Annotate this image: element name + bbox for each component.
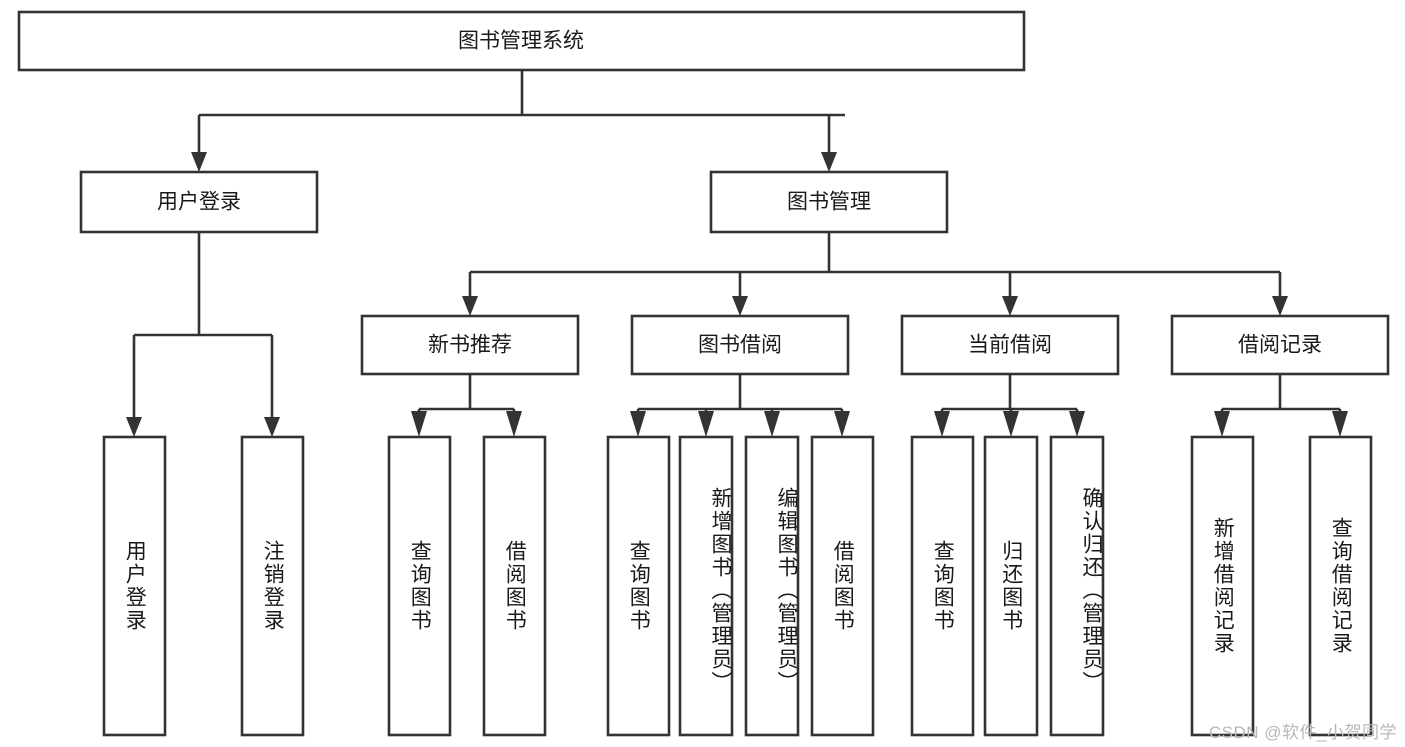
- arrow-head-icon: [1003, 411, 1019, 437]
- arrow-head-icon: [1069, 411, 1085, 437]
- node-label-borrow-record: 借阅记录: [1238, 334, 1322, 357]
- node-label-current-borrow: 当前借阅: [968, 334, 1052, 357]
- node-box-user-login[interactable]: [79, 170, 319, 234]
- arrow-head-icon: [698, 411, 714, 437]
- node-box-br-add-record[interactable]: [1190, 435, 1255, 737]
- node-box-current-borrow[interactable]: [900, 314, 1120, 376]
- node-box-bb-edit-book[interactable]: [744, 435, 800, 737]
- node-label-book-borrow: 图书借阅: [698, 334, 782, 357]
- node-box-nbr-search-book[interactable]: [387, 435, 452, 737]
- node-box-cb-confirm-return[interactable]: [1049, 435, 1105, 737]
- connector-borrow-record-to-leaves: [1214, 374, 1348, 437]
- connector-user-login-to-leaves: [126, 232, 280, 437]
- node-box-root[interactable]: [17, 10, 1026, 72]
- csdn-watermark: CSDN @软件_小贺同学: [1208, 723, 1397, 742]
- node-box-cb-search-book[interactable]: [910, 435, 975, 737]
- node-label-root: 图书管理系统: [458, 30, 584, 53]
- arrow-head-icon: [126, 417, 142, 437]
- arrow-head-icon: [630, 411, 646, 437]
- arrow-head-icon: [191, 152, 207, 172]
- node-label-new-book-recommend: 新书推荐: [428, 334, 512, 357]
- arrow-head-icon: [821, 152, 837, 172]
- arrow-head-icon: [1272, 296, 1288, 316]
- arrow-head-icon: [411, 411, 427, 437]
- node-box-nbr-borrow-book[interactable]: [482, 435, 547, 737]
- arrow-head-icon: [462, 296, 478, 316]
- node-box-bb-add-book[interactable]: [678, 435, 734, 737]
- arrow-head-icon: [506, 411, 522, 437]
- node-label-book-management: 图书管理: [787, 191, 871, 214]
- arrow-head-icon: [264, 417, 280, 437]
- arrow-head-icon: [834, 411, 850, 437]
- connector-book-borrow-to-leaves: [630, 374, 850, 437]
- arrow-head-icon: [934, 411, 950, 437]
- node-box-user-login-do[interactable]: [102, 435, 167, 737]
- connector-new-book-recommend-to-leaves: [411, 374, 522, 437]
- arrow-head-icon: [732, 296, 748, 316]
- node-box-br-search-record[interactable]: [1308, 435, 1373, 737]
- arrow-head-icon: [1332, 411, 1348, 437]
- arrow-head-icon: [1214, 411, 1230, 437]
- node-box-bb-borrow-book[interactable]: [810, 435, 875, 737]
- arrow-head-icon: [764, 411, 780, 437]
- node-label-user-login: 用户登录: [157, 191, 241, 214]
- node-box-cb-return-book[interactable]: [983, 435, 1039, 737]
- node-box-user-logout[interactable]: [240, 435, 305, 737]
- arrow-head-icon: [1002, 296, 1018, 316]
- connector-current-borrow-to-leaves: [934, 374, 1085, 437]
- node-box-bb-search-book[interactable]: [606, 435, 671, 737]
- connector-root-to-level2: [191, 70, 845, 172]
- node-box-new-book-recommend[interactable]: [360, 314, 580, 376]
- connector-book-management-to-level3: [462, 232, 1288, 316]
